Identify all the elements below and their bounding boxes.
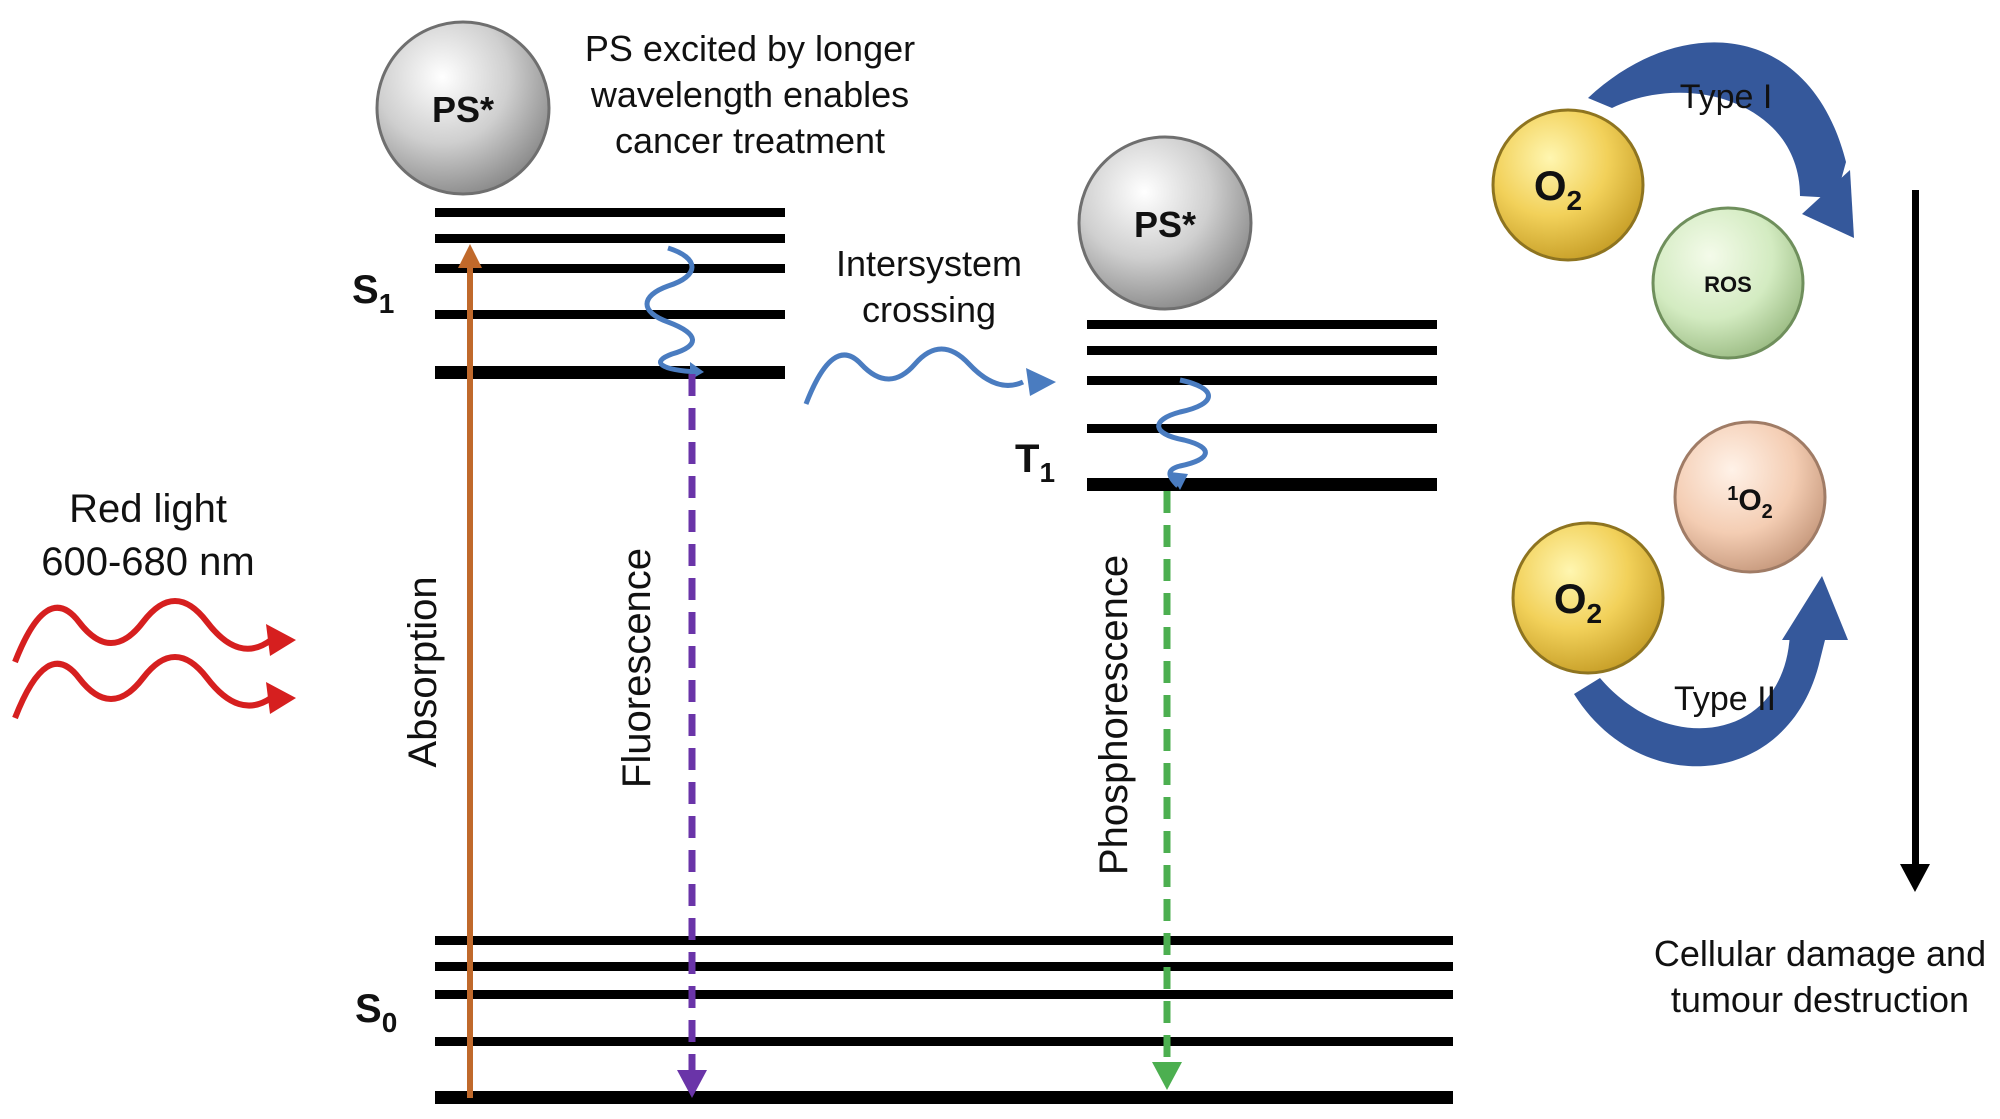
- s0-level-line: [435, 990, 1453, 999]
- s1-levels: [435, 208, 785, 379]
- outcome-arrowhead-icon: [1900, 864, 1930, 892]
- t1-level-line: [1087, 346, 1437, 355]
- s0-levels: [435, 936, 1453, 1104]
- type2-label: Type II: [1674, 680, 1776, 718]
- t1-relaxation-squiggle-icon: [1156, 377, 1211, 488]
- isc-label-line2: crossing: [862, 289, 996, 330]
- o2-molecule-type2-icon: [1511, 521, 1665, 675]
- absorption-arrow-shaft: [467, 262, 473, 1098]
- isc-label-line1: Intersystem: [836, 243, 1022, 284]
- type2-curved-arrowhead-icon: [1782, 576, 1848, 640]
- s1-level-line: [435, 264, 785, 273]
- isc-arrowhead-icon: [1026, 368, 1056, 396]
- ros-label: ROS: [1704, 272, 1752, 297]
- red-wave-2-icon: [12, 654, 273, 720]
- o2-type2-label: O2: [1554, 575, 1602, 629]
- light-label-line1: Red light: [69, 487, 227, 531]
- s1-ground-level-line: [435, 366, 785, 379]
- absorption-label: Absorption: [401, 576, 445, 767]
- s1-label: S1: [352, 268, 394, 319]
- t1-level-line: [1087, 376, 1437, 385]
- ps-label-s1: PS*: [432, 89, 494, 130]
- t1-label: T1: [1015, 437, 1055, 488]
- absorption-arrowhead-icon: [458, 244, 482, 268]
- t1-levels: [1087, 320, 1437, 491]
- t1-ground-level-line: [1087, 478, 1437, 491]
- note-line3: cancer treatment: [615, 120, 885, 161]
- fluorescence-label: Fluorescence: [615, 548, 659, 788]
- red-light-group: Red light 600-680 nm: [12, 487, 296, 720]
- o2-molecule-type1-icon: [1491, 108, 1645, 262]
- s1-level-line: [435, 310, 785, 319]
- isc-wave-icon: [803, 346, 1025, 405]
- t1-relaxation-arrowhead-icon: [1170, 472, 1188, 490]
- light-label-line2: 600-680 nm: [41, 540, 254, 584]
- type1-label: Type I: [1680, 78, 1773, 116]
- s0-label: S0: [355, 987, 397, 1038]
- t1-level-line: [1087, 424, 1437, 433]
- s0-level-line: [435, 936, 1453, 945]
- s1-relaxation-squiggle-icon: [644, 245, 699, 375]
- ps-label-t1: PS*: [1134, 204, 1196, 245]
- s1-level-line: [435, 208, 785, 217]
- type1-curved-arrowhead-icon: [1802, 170, 1854, 238]
- note-line1: PS excited by longer: [585, 28, 915, 69]
- red-wave-1-icon: [12, 598, 273, 664]
- s0-ground-level-line: [435, 1091, 1453, 1104]
- red-wave-2-arrowhead-icon: [266, 682, 296, 714]
- red-wave-1-arrowhead-icon: [266, 624, 296, 656]
- fluorescence-arrow: [677, 374, 707, 1098]
- s1-level-line: [435, 234, 785, 243]
- ps-sphere-s1-icon: [375, 20, 551, 196]
- type1-curved-arrow-body: [1588, 42, 1846, 199]
- ros-molecule-icon: [1651, 206, 1805, 360]
- t1-level-line: [1087, 320, 1437, 329]
- type2-curved-arrow-body: [1574, 628, 1828, 767]
- outcome-arrow: [1900, 190, 1930, 892]
- singlet-oxygen-molecule-icon: [1673, 420, 1827, 574]
- outcome-line2: tumour destruction: [1671, 979, 1969, 1020]
- phosphorescence-arrow: [1152, 491, 1182, 1090]
- outcome-arrow-shaft: [1912, 190, 1919, 870]
- ps-sphere-s1: PS*: [375, 20, 551, 196]
- singlet-oxygen-label: 1O2: [1727, 483, 1773, 523]
- phosphorescence-arrowhead-icon: [1152, 1062, 1182, 1090]
- note-line2: wavelength enables: [590, 74, 909, 115]
- absorption-arrow: [458, 244, 482, 1098]
- phosphorescence-label: Phosphorescence: [1092, 555, 1136, 875]
- ps-sphere-t1-icon: [1077, 135, 1253, 311]
- fluorescence-arrowhead-icon: [677, 1070, 707, 1098]
- s0-level-line: [435, 1037, 1453, 1046]
- o2-type1-label: O2: [1534, 162, 1582, 216]
- s0-level-line: [435, 962, 1453, 971]
- ps-sphere-t1: PS*: [1077, 135, 1253, 311]
- outcome-line1: Cellular damage and: [1654, 933, 1986, 974]
